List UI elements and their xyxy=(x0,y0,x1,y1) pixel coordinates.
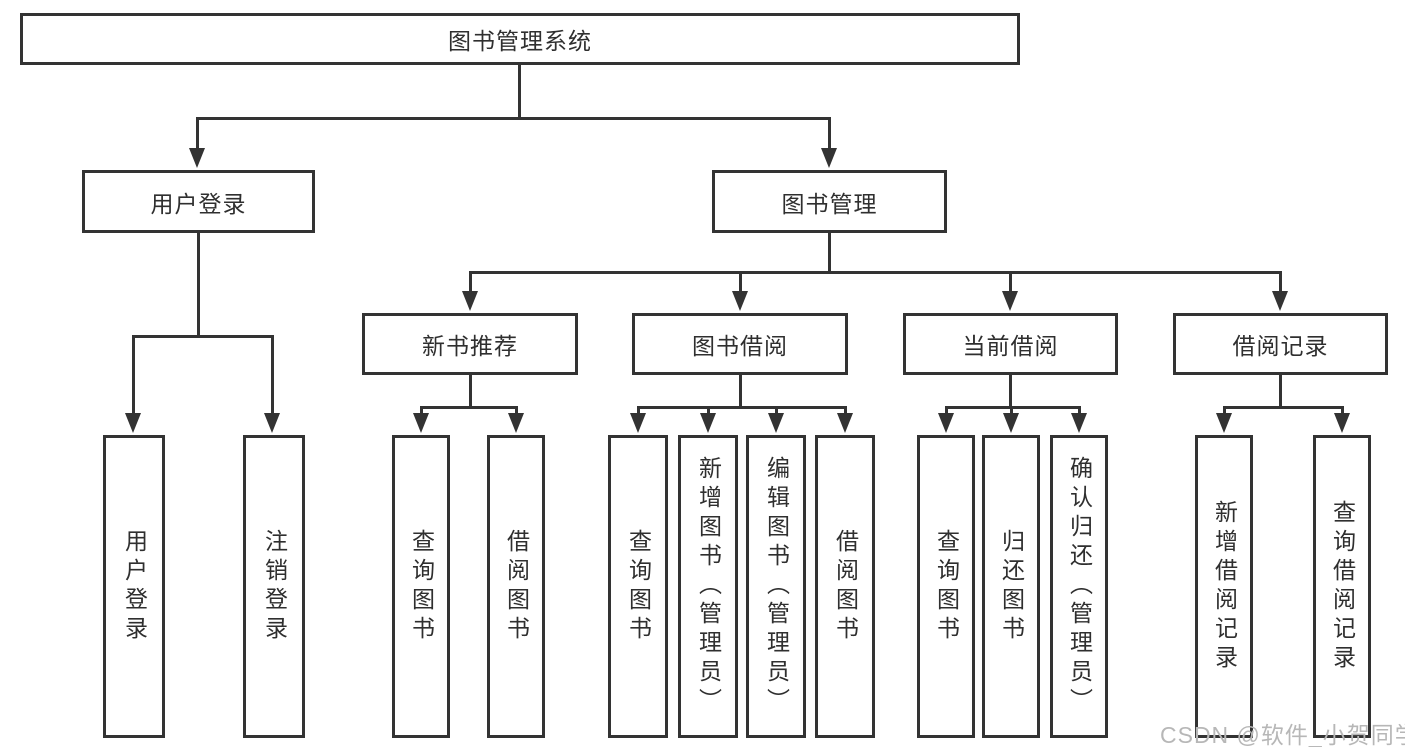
leaf-query-borrow-record: 查询借阅记录 xyxy=(1313,435,1371,738)
leaf-add-borrow-record-label: 新增借阅记录 xyxy=(1211,499,1238,674)
leaf-user-login-label: 用户登录 xyxy=(121,528,148,645)
node-current-borrow: 当前借阅 xyxy=(903,313,1118,375)
arrow-down-icon xyxy=(1216,413,1232,433)
connector-section-bus xyxy=(420,406,518,409)
arrow-down-icon xyxy=(1002,291,1018,311)
node-new-book-recommend-label: 新书推荐 xyxy=(422,333,518,359)
connector-drop-section xyxy=(1009,271,1012,293)
node-root-system-label: 图书管理系统 xyxy=(448,28,592,54)
connector-drop-leaf xyxy=(420,406,423,416)
connector-root-bus xyxy=(196,117,830,120)
node-current-borrow-label: 当前借阅 xyxy=(962,333,1059,359)
arrow-down-icon xyxy=(768,413,784,433)
connector-drop-book-mgmt xyxy=(828,117,831,151)
leaf-return-books: 归还图书 xyxy=(982,435,1040,738)
node-book-management: 图书管理 xyxy=(712,170,947,233)
leaf-borrow-books-1-label: 借阅图书 xyxy=(503,528,530,645)
node-book-management-label: 图书管理 xyxy=(781,190,878,217)
connector-drop-leaf xyxy=(515,406,518,416)
connector-drop-leaf xyxy=(844,406,847,416)
arrow-down-icon xyxy=(837,413,853,433)
connector-user-login-bus xyxy=(132,335,274,338)
connector-drop-leaf xyxy=(1223,406,1226,416)
connector-section-stem xyxy=(739,375,742,409)
leaf-edit-books-admin: 编辑图书（管理员） xyxy=(746,435,806,738)
connector-book-mgmt-stem xyxy=(828,233,831,272)
connector-drop-section xyxy=(469,271,472,293)
leaf-add-books-admin: 新增图书（管理员） xyxy=(678,435,738,738)
arrow-down-icon xyxy=(821,148,837,168)
connector-section-stem xyxy=(1009,375,1012,409)
connector-drop-user-login xyxy=(196,117,199,151)
leaf-user-login: 用户登录 xyxy=(103,435,165,738)
arrow-down-icon xyxy=(630,413,646,433)
node-new-book-recommend: 新书推荐 xyxy=(362,313,578,375)
leaf-add-borrow-record: 新增借阅记录 xyxy=(1195,435,1253,738)
leaf-edit-books-admin-label: 编辑图书（管理员） xyxy=(763,456,790,717)
arrow-down-icon xyxy=(462,291,478,311)
connector-section-stem xyxy=(1279,375,1282,409)
leaf-query-books-3-label: 查询图书 xyxy=(933,528,960,645)
leaf-add-books-admin-label: 新增图书（管理员） xyxy=(695,456,722,717)
leaf-query-borrow-record-label: 查询借阅记录 xyxy=(1329,499,1356,674)
leaf-logout-label: 注销登录 xyxy=(261,528,288,645)
node-root-system: 图书管理系统 xyxy=(20,13,1020,65)
leaf-query-books-2-label: 查询图书 xyxy=(625,528,652,645)
arrow-down-icon xyxy=(1071,413,1087,433)
leaf-confirm-return-admin: 确认归还（管理员） xyxy=(1050,435,1108,738)
leaf-borrow-books-2-label: 借阅图书 xyxy=(832,528,859,645)
arrow-down-icon xyxy=(413,413,429,433)
leaf-logout: 注销登录 xyxy=(243,435,305,738)
connector-drop-leaf xyxy=(707,406,710,416)
connector-drop-leaf xyxy=(945,406,948,416)
connector-drop-leaf xyxy=(1078,406,1081,416)
connector-user-login-stem xyxy=(197,233,200,336)
leaf-query-books-1: 查询图书 xyxy=(392,435,450,738)
connector-drop-leaf xyxy=(637,406,640,416)
connector-drop-section xyxy=(1279,271,1282,293)
leaf-query-books-3: 查询图书 xyxy=(917,435,975,738)
connector-book-mgmt-bus xyxy=(469,271,1282,274)
leaf-borrow-books-2: 借阅图书 xyxy=(815,435,875,738)
leaf-confirm-return-admin-label: 确认归还（管理员） xyxy=(1066,456,1093,717)
leaf-return-books-label: 归还图书 xyxy=(998,528,1025,645)
arrow-down-icon xyxy=(732,291,748,311)
arrow-down-icon xyxy=(1003,413,1019,433)
arrow-down-icon xyxy=(700,413,716,433)
arrow-down-icon xyxy=(189,148,205,168)
connector-drop-section xyxy=(739,271,742,293)
arrow-down-icon xyxy=(508,413,524,433)
leaf-query-books-1-label: 查询图书 xyxy=(408,528,435,645)
node-user-login: 用户登录 xyxy=(82,170,315,233)
arrow-down-icon xyxy=(1272,291,1288,311)
leaf-borrow-books-1: 借阅图书 xyxy=(487,435,545,738)
node-book-borrow: 图书借阅 xyxy=(632,313,848,375)
connector-drop-leaf xyxy=(132,335,135,415)
arrow-down-icon xyxy=(125,413,141,433)
node-borrow-records: 借阅记录 xyxy=(1173,313,1388,375)
connector-drop-leaf xyxy=(775,406,778,416)
node-borrow-records-label: 借阅记录 xyxy=(1232,333,1329,359)
connector-drop-leaf xyxy=(1341,406,1344,416)
arrow-down-icon xyxy=(1334,413,1350,433)
arrow-down-icon xyxy=(938,413,954,433)
connector-drop-leaf xyxy=(1010,406,1013,416)
connector-section-stem xyxy=(469,375,472,409)
node-book-borrow-label: 图书借阅 xyxy=(692,333,788,359)
connector-root-stem xyxy=(518,65,521,118)
arrow-down-icon xyxy=(264,413,280,433)
connector-section-bus xyxy=(637,406,846,409)
node-user-login-label: 用户登录 xyxy=(150,190,247,217)
connector-section-bus xyxy=(1223,406,1343,409)
leaf-query-books-2: 查询图书 xyxy=(608,435,668,738)
connector-drop-leaf xyxy=(271,335,274,415)
csdn-watermark: CSDN @软件_小贺同学 xyxy=(1160,722,1405,747)
